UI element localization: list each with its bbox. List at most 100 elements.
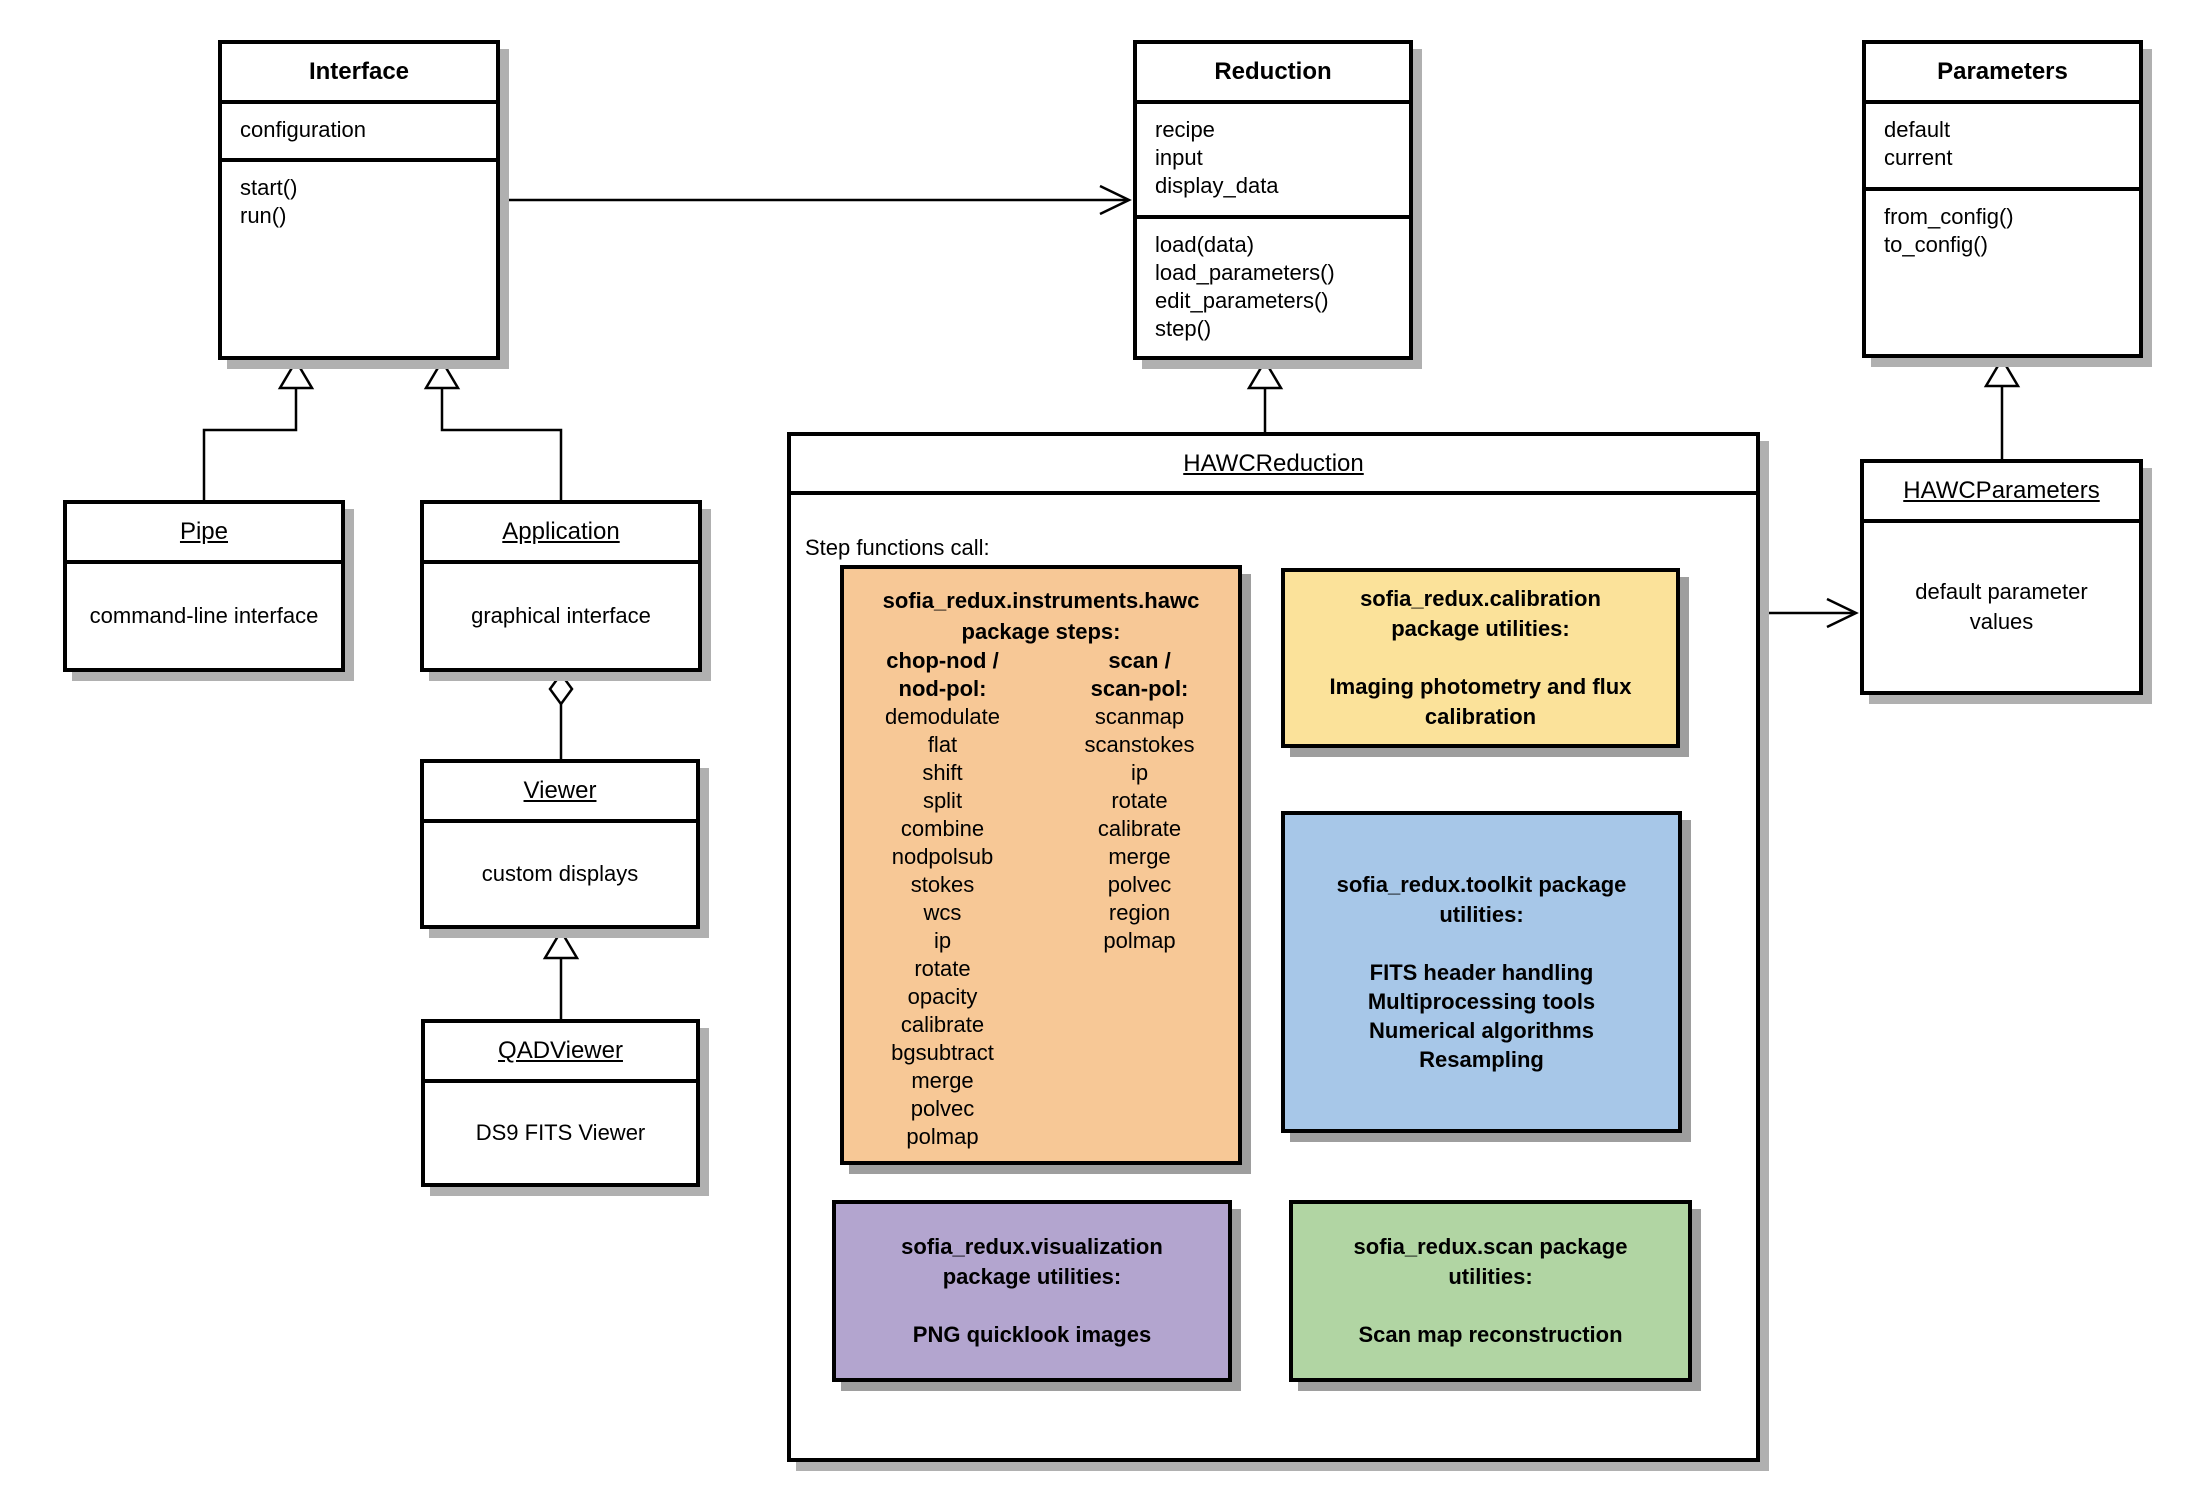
list-line: sofia_redux.calibration [1360,586,1601,611]
list-line: wcs [923,900,962,925]
class-methods: start() run() [222,162,496,230]
class-box-interface: Interface configuration start() run() [218,40,500,360]
list-line: scanstokes [1084,732,1195,757]
list-line: Resampling [1419,1047,1544,1072]
list-line: values [1969,609,2034,634]
list-line: Imaging photometry and flux [1329,674,1632,699]
list-line: merge [911,1068,974,1093]
class-title: Pipe [67,504,341,564]
association-hawcreduction-hawcparameters [1760,597,1859,629]
list-line: calibration [1424,704,1537,729]
list-line: demodulate [885,704,1000,729]
spacer [1285,644,1676,672]
list-line: default parameter [1915,579,2088,604]
list-line: configuration [240,117,366,142]
list-line: Scan map reconstruction [1358,1322,1623,1347]
list-line: polmap [906,1124,979,1149]
list-line: nod-pol: [898,676,987,701]
list-line: utilities: [1439,902,1524,927]
list-line: to_config() [1884,232,1988,257]
list-line: from_config() [1884,204,2014,229]
list-line: shift [922,760,963,785]
list-line: calibrate [1097,816,1182,841]
list-line: ip [1130,760,1149,785]
step-functions-label: Step functions call: [805,535,990,560]
class-methods: load(data) load_parameters() edit_paramete… [1137,219,1409,343]
list-line: sofia_redux.instruments.hawc [882,588,1200,613]
list-line: chop-nod / [886,648,999,673]
list-line: recipe [1155,117,1215,142]
list-line: flat [927,732,958,757]
list-line: nodpolsub [891,844,994,869]
list-line: merge [1108,844,1171,869]
list-line: Multiprocessing tools [1367,989,1596,1014]
list-line: ip [933,928,952,953]
list-line: rotate [914,956,971,981]
class-description: custom displays [481,861,639,886]
list-line: utilities: [1448,1264,1533,1289]
list-line: display_data [1155,173,1279,198]
package-title: sofia_redux.toolkit package utilities: [1285,870,1678,930]
list-line: current [1884,145,1953,170]
class-title: Parameters [1866,44,2139,104]
package-description: Scan map reconstruction [1293,1320,1688,1350]
inheritance-qadviewer-viewer [542,928,580,1019]
list-line: edit_parameters() [1155,288,1329,313]
package-box-toolkit: sofia_redux.toolkit package utilities: FI… [1281,811,1682,1133]
association-interface-reduction [500,184,1132,216]
column-header: chop-nod / nod-pol: [844,647,1041,703]
inheritance-hawcreduction-reduction [1246,358,1284,432]
list-line: load(data) [1155,232,1255,257]
class-box-application: Application graphical interface [420,500,702,672]
list-line: polvec [910,1096,975,1121]
list-line: sofia_redux.visualization [901,1234,1163,1259]
class-title: QADViewer [425,1023,696,1083]
list-line: run() [240,203,287,228]
class-title: Interface [222,44,496,104]
list-line: package utilities: [1391,616,1570,641]
list-line: region [1108,900,1171,925]
class-box-qadviewer: QADViewer DS9 FITS Viewer [421,1019,700,1187]
list-line: input [1155,145,1203,170]
list-line: sofia_redux.toolkit package [1336,872,1627,897]
class-box-pipe: Pipe command-line interface [63,500,345,672]
list-line: opacity [907,984,978,1009]
class-description: default parameter values [1864,523,2139,691]
list-line: scan / [1108,648,1171,673]
list-line: bgsubtract [891,1040,994,1065]
list-line: polmap [1103,928,1176,953]
class-attributes: configuration [222,104,496,162]
list-line: package steps: [961,619,1121,644]
list-line: combine [900,816,985,841]
list-line: scan-pol: [1090,676,1189,701]
list-line: start() [240,175,298,200]
class-methods: from_config() to_config() [1866,191,2139,259]
list-line: package utilities: [942,1264,1122,1289]
class-attributes: recipe input display_data [1137,104,1409,219]
column-header: scan / scan-pol: [1041,647,1238,703]
list-line: step() [1155,316,1212,341]
list-line: polvec [1107,872,1172,897]
list-line: FITS header handling [1369,960,1594,985]
list-line: load_parameters() [1155,260,1335,285]
spacer [836,1292,1228,1320]
